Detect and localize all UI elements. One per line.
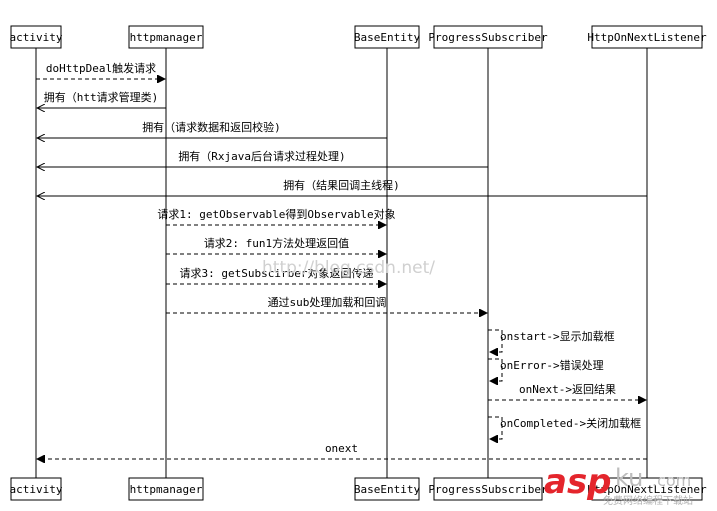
message-label-5: 请求1: getObservable得到Observable对象 bbox=[157, 207, 395, 221]
participant-box-top-progresssubscriber bbox=[433, 25, 543, 49]
participant-label-top-baseentity: BaseEntity bbox=[354, 31, 421, 44]
logo-tagline: 免费网络编程下载站 bbox=[603, 494, 693, 507]
logo-suffix: ku bbox=[615, 464, 643, 492]
asp-logo: asp ku .com 免费网络编程下载站 bbox=[544, 462, 693, 507]
message-label-9: onstart->显示加载框 bbox=[500, 330, 615, 343]
message-label-7: 请求3: getSubscirber对象返回传递 bbox=[180, 266, 374, 280]
participant-box-top-httpmanager bbox=[128, 25, 204, 49]
message-label-0: doHttpDeal触发请求 bbox=[46, 61, 156, 75]
message-label-2: 拥有（请求数据和返回校验) bbox=[142, 120, 281, 134]
participant-box-bottom-httponnextlistener bbox=[591, 477, 703, 501]
message-label-13: onext bbox=[325, 442, 358, 455]
participant-box-bottom-baseentity bbox=[354, 477, 420, 501]
participant-label-bottom-progresssubscriber: ProgressSubscriber bbox=[428, 483, 548, 496]
message-label-3: 拥有（Rxjava后台请求过程处理) bbox=[178, 149, 345, 163]
logo-domain: .com bbox=[652, 471, 691, 490]
participant-box-bottom-progresssubscriber bbox=[433, 477, 543, 501]
participant-label-bottom-activity: activity bbox=[10, 483, 63, 496]
participant-box-bottom-httpmanager bbox=[128, 477, 204, 501]
participant-box-bottom-activity bbox=[10, 477, 62, 501]
logo-text: asp bbox=[544, 462, 612, 502]
url-watermark: http://blog.csdn.net/ bbox=[262, 258, 435, 278]
message-label-12: onCompleted->关闭加载框 bbox=[500, 416, 641, 430]
participant-label-top-progresssubscriber: ProgressSubscriber bbox=[428, 31, 548, 44]
message-arrow-9 bbox=[488, 329, 503, 352]
participant-label-bottom-httponnextlistener: HttpOnNextListener bbox=[587, 483, 707, 496]
message-label-10: onError->错误处理 bbox=[500, 358, 604, 372]
participant-label-top-httpmanager: httpmanager bbox=[130, 31, 203, 44]
participant-label-top-activity: activity bbox=[10, 31, 63, 44]
participant-box-top-baseentity bbox=[354, 25, 420, 49]
participant-box-top-activity bbox=[10, 25, 62, 49]
message-label-8: 通过sub处理加载和回调 bbox=[268, 296, 387, 309]
participant-box-top-httponnextlistener bbox=[591, 25, 703, 49]
message-label-1: 拥有（htt请求管理类) bbox=[44, 90, 159, 104]
participant-label-bottom-httpmanager: httpmanager bbox=[130, 483, 203, 496]
message-label-4: 拥有（结果回调主线程) bbox=[283, 178, 400, 192]
message-label-11: onNext->返回结果 bbox=[519, 383, 616, 396]
message-arrow-10 bbox=[488, 358, 503, 381]
message-arrow-12 bbox=[488, 416, 503, 439]
participant-label-top-httponnextlistener: HttpOnNextListener bbox=[587, 31, 707, 44]
message-label-6: 请求2: fun1方法处理返回值 bbox=[204, 236, 349, 250]
participant-label-bottom-baseentity: BaseEntity bbox=[354, 483, 421, 496]
